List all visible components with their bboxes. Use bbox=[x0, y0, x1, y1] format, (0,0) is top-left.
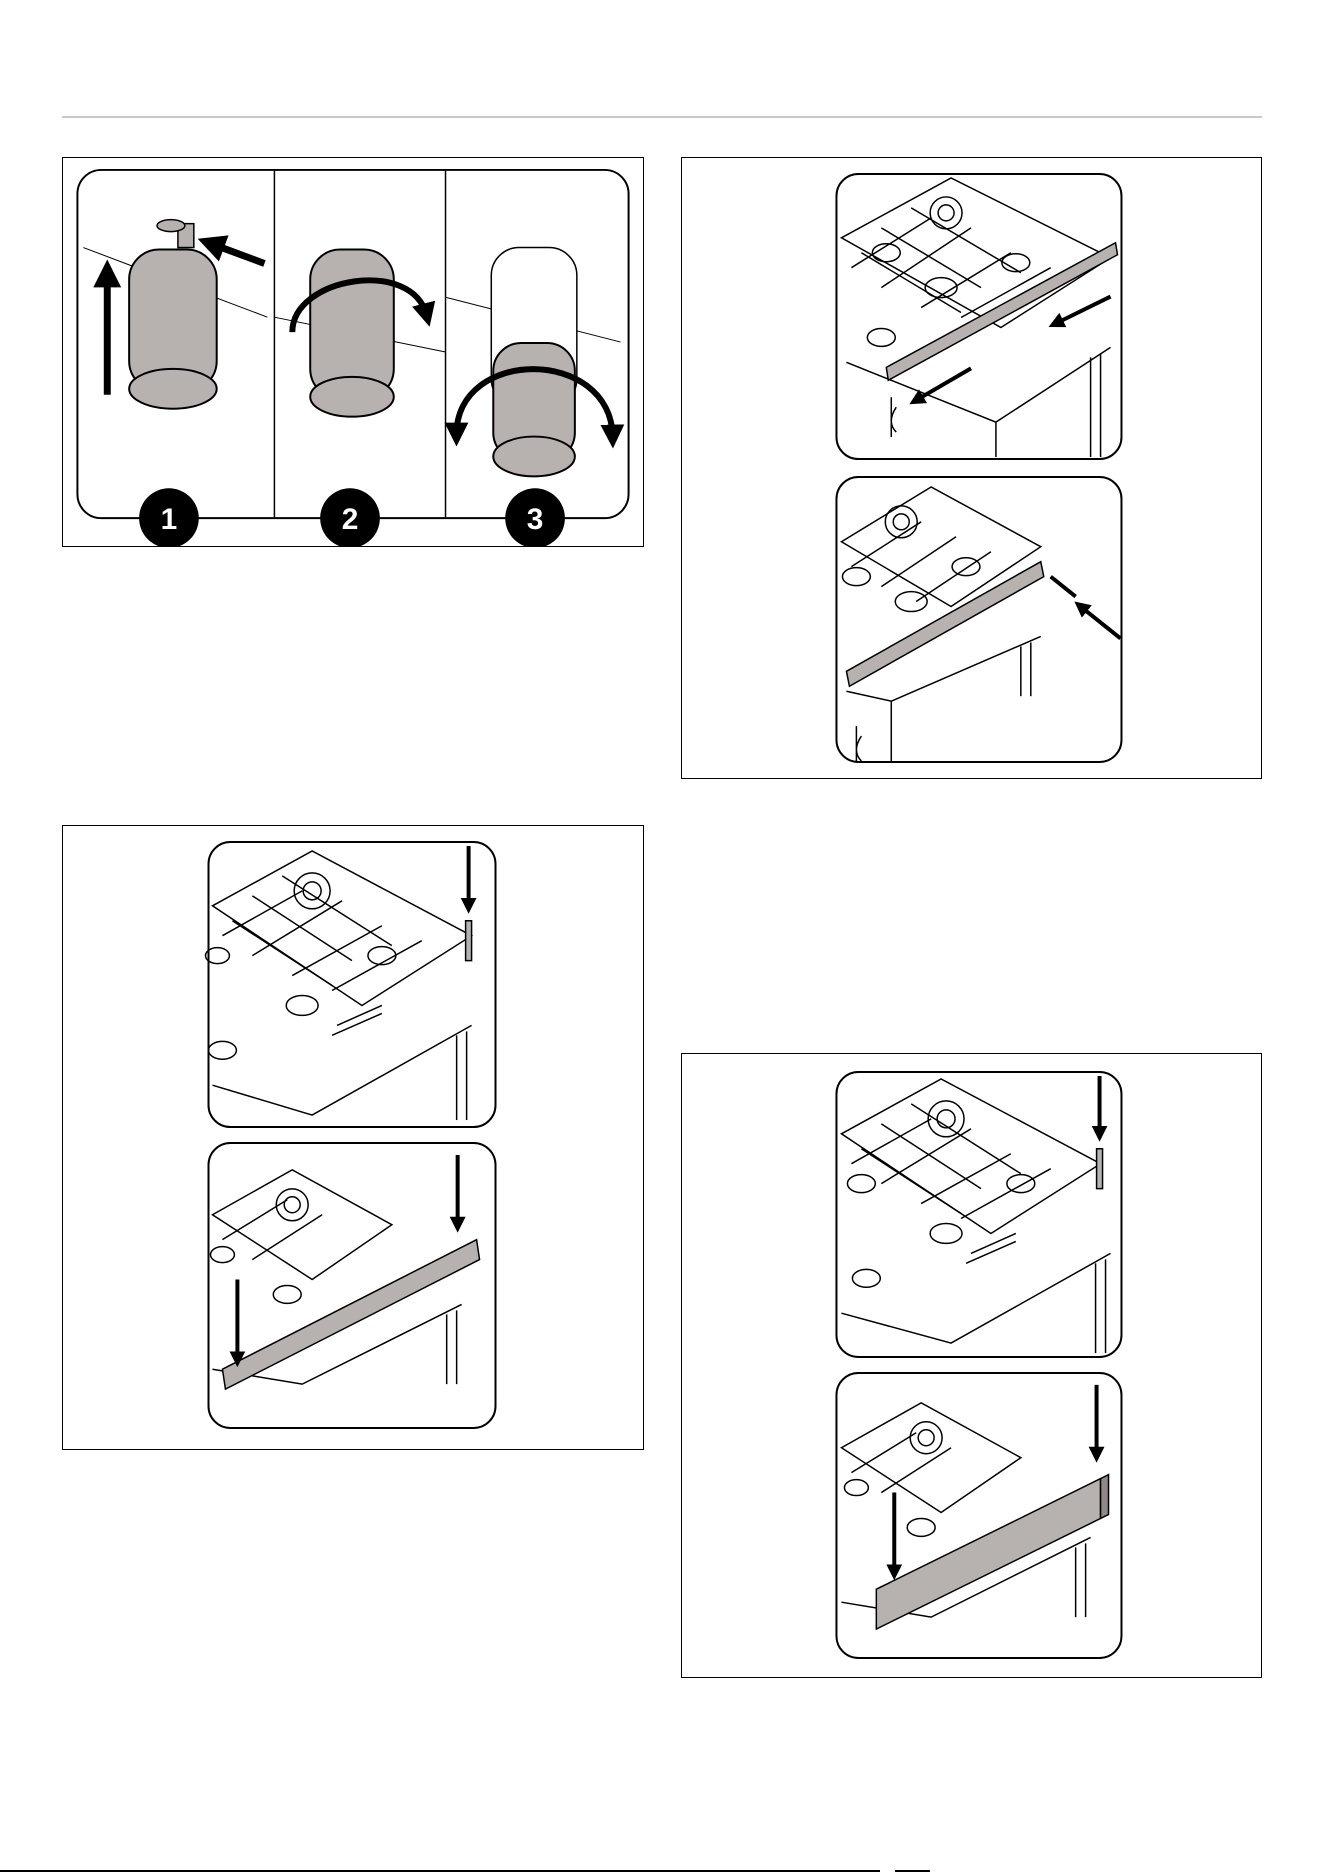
figure-backguard-removal bbox=[681, 157, 1262, 779]
figure-backguard-mount-b bbox=[681, 1053, 1262, 1678]
step-badge-3: 3 bbox=[505, 488, 565, 546]
figure-cartridge-steps: 1 2 3 bbox=[62, 157, 644, 547]
step-badge-1: 1 bbox=[139, 488, 199, 546]
cartridge-steps-illustration: 1 2 3 bbox=[63, 158, 643, 546]
header-rule bbox=[62, 116, 1262, 118]
step-number-2: 2 bbox=[342, 503, 359, 536]
backguard-mount-a-illustration bbox=[63, 826, 643, 1449]
step-badge-2: 2 bbox=[320, 488, 380, 546]
step-number-3: 3 bbox=[527, 503, 544, 536]
figure-backguard-mount-a bbox=[62, 825, 644, 1450]
backguard-mount-b-illustration bbox=[682, 1054, 1261, 1677]
step-number-1: 1 bbox=[161, 503, 178, 536]
backguard-removal-illustration bbox=[682, 158, 1261, 778]
